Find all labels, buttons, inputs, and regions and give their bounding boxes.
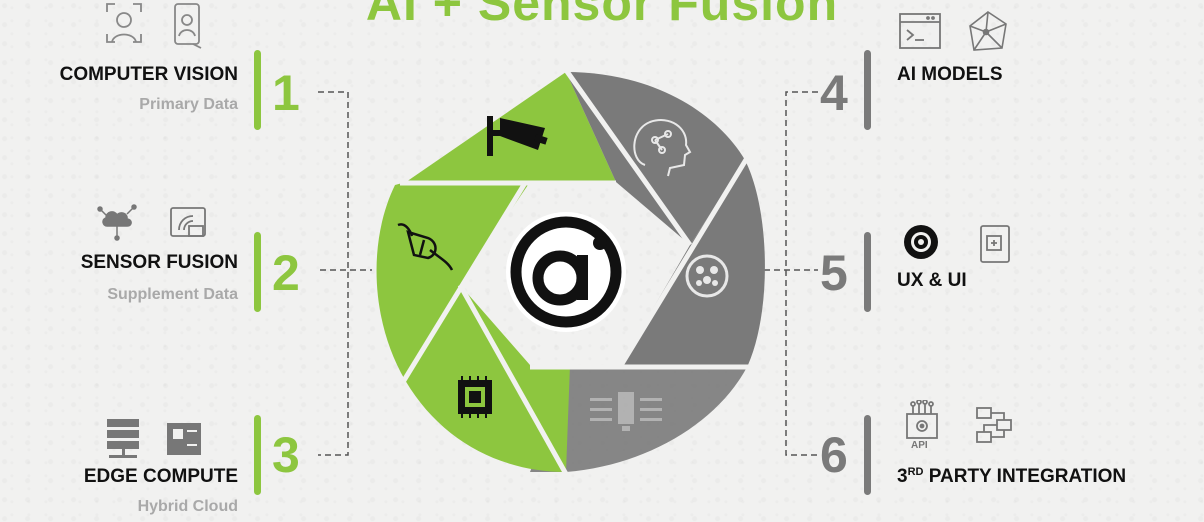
item6-label-post: PARTY INTEGRATION xyxy=(923,466,1127,487)
item2-bar xyxy=(254,232,261,312)
item6-label: 3RD PARTY INTEGRATION xyxy=(897,466,1126,488)
item2-label: SENSOR FUSION xyxy=(80,252,238,273)
segment-sensor-fusion xyxy=(376,182,530,380)
segment-integration xyxy=(530,365,748,472)
item5-bar xyxy=(864,232,871,312)
page-title: AI + Sensor Fusion xyxy=(365,0,839,31)
item4-icons xyxy=(899,11,1007,51)
item3-sub: Hybrid Cloud xyxy=(137,498,238,515)
item6-bar xyxy=(864,415,871,495)
item6-icons: API xyxy=(906,400,1012,451)
tablet-touch-icon xyxy=(980,225,1010,263)
cloud-network-icon xyxy=(97,204,137,241)
camera-lens-icon xyxy=(904,225,938,259)
item3-bar xyxy=(254,415,261,495)
server-network-icon xyxy=(590,392,662,431)
terminal-icon xyxy=(899,13,941,49)
item2-number: 2 xyxy=(272,245,300,301)
item4-number: 4 xyxy=(820,65,848,121)
item5-label: UX & UI xyxy=(897,270,967,291)
segment-edge-compute xyxy=(405,285,570,472)
team-people-icon xyxy=(685,254,729,298)
item4-bar xyxy=(864,50,871,130)
item3-number: 3 xyxy=(272,427,300,483)
phone-face-id-icon xyxy=(174,3,202,49)
item1-bar xyxy=(254,50,261,130)
item6-label-pre: 3 xyxy=(897,466,908,487)
ai-brain-head-icon xyxy=(633,119,692,177)
circuit-board-icon xyxy=(167,423,201,455)
item3-label: EDGE COMPUTE xyxy=(83,466,238,487)
item6-number: 6 xyxy=(820,427,848,483)
segment-ai-models xyxy=(566,72,745,245)
item1-number: 1 xyxy=(272,65,300,121)
api-label: API xyxy=(911,440,928,451)
wireless-tablet-icon xyxy=(170,207,206,237)
item2-icons xyxy=(97,204,206,241)
item4-label: AI MODELS xyxy=(897,64,1003,85)
security-camera-icon xyxy=(487,116,548,156)
server-rack-icon xyxy=(107,419,139,458)
item2-sub: Supplement Data xyxy=(107,286,238,303)
polygon-network-icon xyxy=(969,11,1007,51)
face-scan-icon xyxy=(106,3,142,43)
api-gear-icon: API xyxy=(906,400,938,451)
item1-icons xyxy=(106,3,202,49)
left-connector xyxy=(318,91,349,456)
item5-icons xyxy=(904,225,1010,263)
workflow-icon xyxy=(976,407,1012,443)
plug-connector-icon xyxy=(397,223,454,271)
item3-icons xyxy=(107,419,201,458)
microchip-icon xyxy=(458,376,492,418)
item5-number: 5 xyxy=(820,245,848,301)
item6-label-sup: RD xyxy=(907,466,924,478)
logo-ai-icon xyxy=(506,212,626,332)
item1-label: COMPUTER VISION xyxy=(59,64,238,85)
item1-sub: Primary Data xyxy=(139,96,238,113)
right-connector xyxy=(785,91,818,456)
